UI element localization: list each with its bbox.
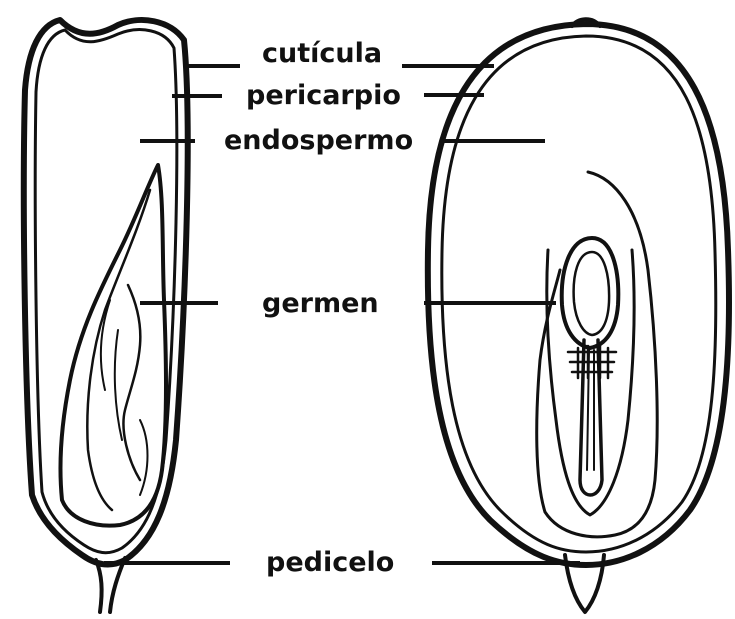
right-seed-frontal-section (428, 19, 729, 612)
right-seed-outer-hull (428, 24, 729, 565)
left-seed-germ (60, 165, 166, 526)
label-pericarpio: pericarpio (246, 82, 401, 109)
right-seed-germ-inner (574, 252, 609, 335)
label-pedicelo: pedicelo (266, 549, 394, 576)
label-cuticula: cutícula (262, 40, 382, 67)
left-seed-longitudinal-section (24, 20, 188, 612)
label-endospermo: endospermo (224, 127, 413, 154)
label-germen: germen (262, 290, 379, 317)
right-seed-embryo-node (568, 346, 616, 378)
left-seed-germ-inner-2 (123, 285, 140, 480)
left-seed-pericarp-line (35, 30, 177, 553)
